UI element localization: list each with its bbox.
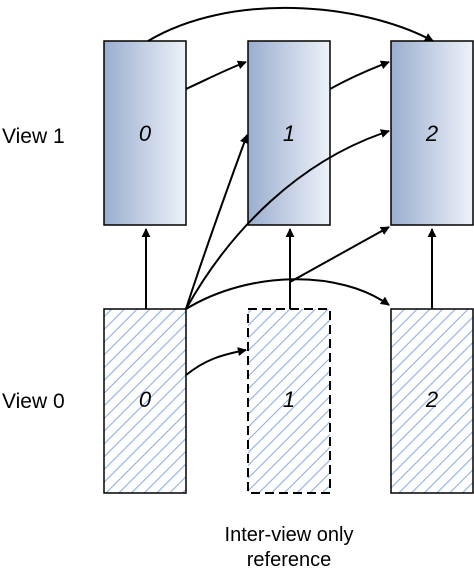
arrow-view1-0-to-view1-1 (185, 60, 247, 90)
arrow-view0-1-to-view1-2 (289, 226, 390, 283)
view0-label: View 0 (2, 390, 65, 413)
arrow-view0-0-to-view1-1 (185, 134, 249, 310)
view1-frame-0-label: 0 (139, 121, 152, 146)
view0-frame-1-label: 1 (283, 387, 295, 412)
view1-frame-1-label: 1 (283, 121, 295, 146)
view1-frame-2: 2 (390, 40, 474, 226)
view0-frame-2: 2 (390, 308, 474, 494)
arrow-view0-0-to-view1-2 (185, 129, 390, 310)
view1-frame-1: 1 (247, 40, 331, 226)
view0-frame-2-label: 2 (425, 387, 438, 412)
caption-line-1: Inter-view only (225, 524, 354, 546)
arrow-view0-0-to-view0-1 (185, 347, 247, 376)
view0-frame-1-interview-only: 1 (247, 308, 331, 494)
prediction-arrows (141, 6, 437, 376)
arrow-view1-1-to-view1-2 (329, 60, 390, 90)
view0-frame-0: 0 (103, 308, 187, 494)
view0-frame-0-label: 0 (139, 387, 152, 412)
view1-label: View 1 (2, 125, 65, 148)
caption-line-2: reference (247, 549, 332, 571)
arrow-view1-0-to-view1-2 (147, 6, 434, 42)
view1-frame-2-label: 2 (425, 121, 438, 146)
arrow-view0-0-to-view0-2 (185, 278, 390, 310)
view1-frame-0: 0 (103, 40, 187, 226)
